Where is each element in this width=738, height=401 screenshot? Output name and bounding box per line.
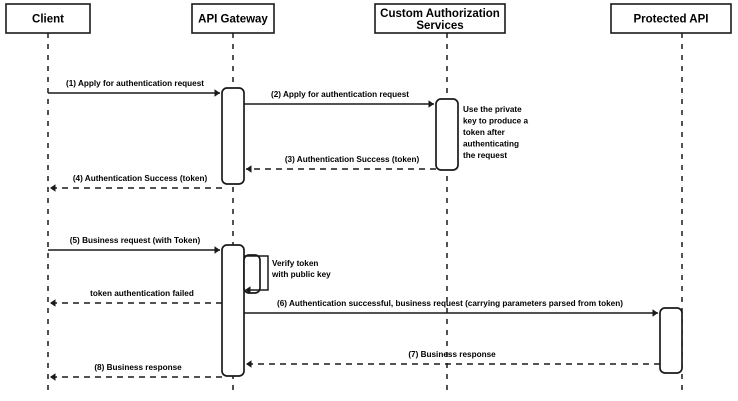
self-message-label-line-2: with public key [271,270,331,279]
note-line-5: the request [463,151,507,160]
arrow-head [652,309,658,317]
message-label-4: (4) Authentication Success (token) [73,174,208,183]
arrow-head [245,286,251,294]
message-7: (7) Business response [246,350,660,368]
arrow-head [428,100,434,108]
activation-bar-gw-business [221,244,245,377]
activation-bar-gw-self-verify [243,254,261,294]
participant-label-custom-authorization-services-line-2: Services [416,20,463,32]
note-line-3: token after [463,128,506,137]
participant-label-client: Client [32,14,64,26]
note-line-2: key to produce a [463,117,529,126]
messages-group: (1) Apply for authentication request (2) … [48,79,660,381]
arrow-head [50,299,56,307]
message-2: (2) Apply for authentication request [244,90,434,108]
participant-label-api-gateway: API Gateway [198,14,268,26]
message-3: (3) Authentication Success (token) [246,155,436,173]
message-label-1: (1) Apply for authentication request [66,79,204,88]
participant-label-custom-authorization-services-line-1: Custom Authorization [380,8,500,20]
participant-protected-api[interactable]: Protected API [610,3,732,34]
message-label-6: (6) Authentication successful, business … [277,299,623,308]
notes-group: Use the private key to produce a token aft… [463,105,529,160]
message-5: (5) Business request (with Token) [48,236,220,254]
participant-box-api-gateway[interactable] [191,3,275,34]
message-fail: token authentication failed [50,289,222,307]
message-1: (1) Apply for authentication request [48,79,220,97]
participant-box-custom-authorization-services[interactable] [374,3,506,34]
participant-api-gateway[interactable]: API Gateway [191,3,275,34]
activation-bar-papi-business [659,307,683,374]
message-label-2: (2) Apply for authentication request [271,90,409,99]
participant-label-protected-api: Protected API [634,14,709,26]
message-label-8: (8) Business response [94,363,182,372]
message-label-fail: token authentication failed [90,289,194,298]
arrow-head [50,184,56,192]
activation-bar-gw-auth [221,87,245,185]
activation-bars-group [221,87,683,377]
self-message-verify-token: Verify token with public key [244,255,331,294]
note-line-4: authenticating [463,140,519,149]
arrow-head [214,246,220,254]
self-message-label-line-1: Verify token [272,259,318,268]
participant-box-client[interactable] [5,3,91,34]
participant-box-protected-api[interactable] [610,3,732,34]
arrow-head [246,165,252,173]
note-private-key-note: Use the private key to produce a token aft… [463,105,529,160]
self-messages-group: Verify token with public key [244,255,331,294]
arrow-head [214,89,220,97]
arrow-head [50,373,56,381]
message-8: (8) Business response [50,363,222,381]
message-6: (6) Authentication successful, business … [244,299,658,317]
activation-bar-cas-auth [435,98,459,171]
self-message-path-verify-token [244,255,269,291]
message-label-5: (5) Business request (with Token) [70,236,201,245]
message-label-7: (7) Business response [408,350,496,359]
note-line-1: Use the private [463,105,522,114]
message-label-3: (3) Authentication Success (token) [285,155,420,164]
participant-client[interactable]: Client [5,3,91,34]
participant-headers-group: Client API Gateway Custom AuthorizationSer… [5,3,732,34]
arrow-head [246,360,252,368]
message-4: (4) Authentication Success (token) [50,174,222,192]
